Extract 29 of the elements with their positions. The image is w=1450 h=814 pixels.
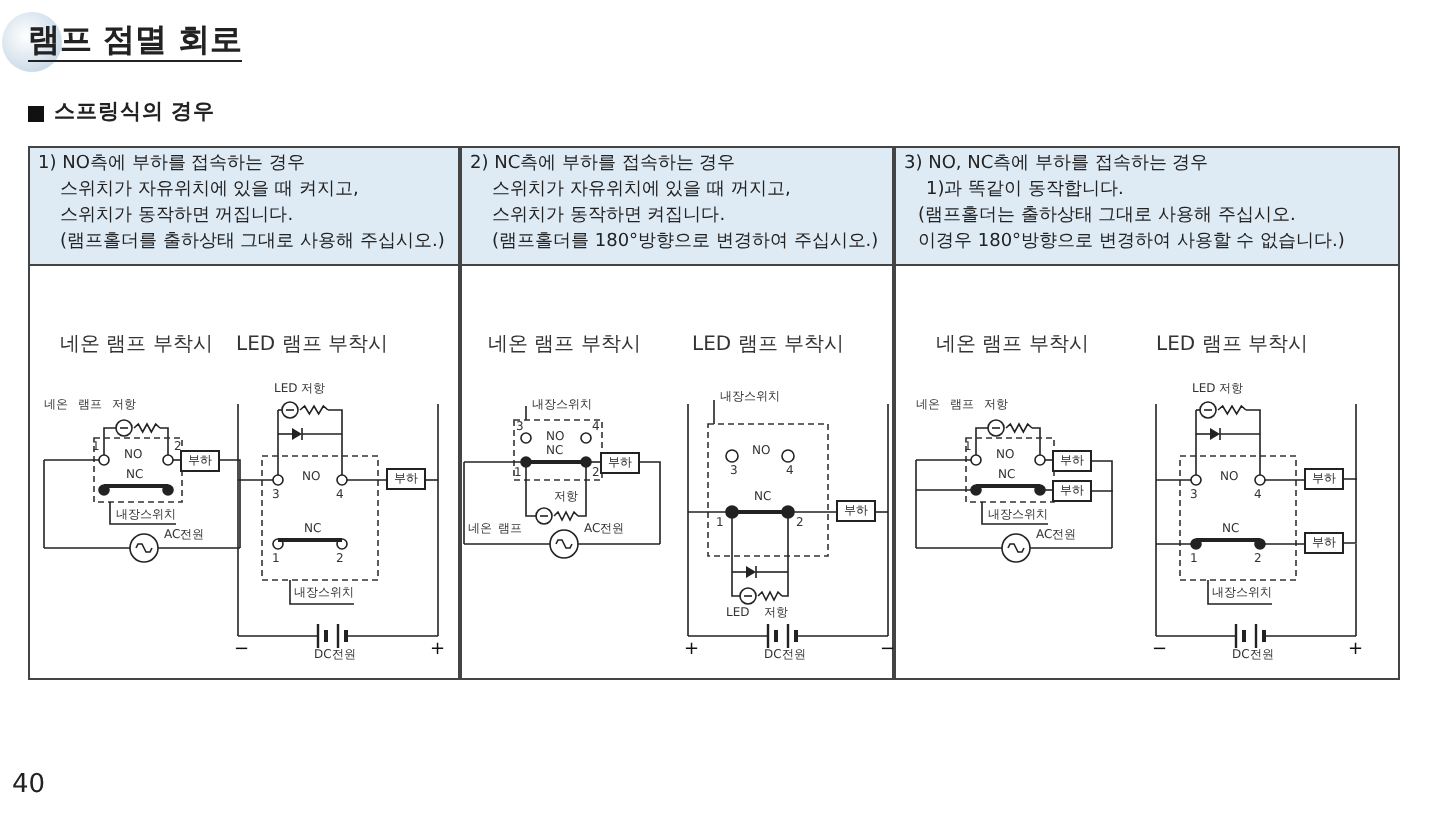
circuit-title: 네온 램프 부착시 <box>936 336 1089 356</box>
case-note: 1)과 똑같이 동작합니다. <box>926 182 1124 200</box>
wire <box>1091 460 1113 492</box>
case-note: (램프홀더를 180°방향으로 변경하여 주십시오.) <box>492 234 879 252</box>
case-note: (램프홀더를 출하상태 그대로 사용해 주십시오.) <box>60 234 445 252</box>
wire <box>1343 478 1357 544</box>
circuit-title: 네온 램프 부착시 <box>60 336 213 356</box>
polarity-sign: − <box>1152 642 1168 660</box>
circuit-title: 네온 램프 부착시 <box>488 336 641 356</box>
page-number: 40 <box>12 772 46 798</box>
case-note: 스위치가 자유위치에 있을 때 켜지고, <box>60 182 359 200</box>
polarity-sign: + <box>684 642 700 660</box>
case-note: 스위치가 동작하면 꺼집니다. <box>60 208 294 226</box>
case-heading: 3) NO, NC측에 부하를 접속하는 경우 <box>904 156 1209 174</box>
circuit-title: LED 램프 부착시 <box>692 336 844 356</box>
page-title: 램프 점멸 회로 <box>28 24 243 62</box>
polarity-sign: + <box>430 642 446 660</box>
polarity-sign: − <box>880 642 896 660</box>
case-note: 스위치가 동작하면 켜집니다. <box>492 208 726 226</box>
section-heading: 스프링식의 경우 <box>54 102 216 123</box>
circuit-title: LED 램프 부착시 <box>1156 336 1308 356</box>
case-note: 스위치가 자유위치에 있을 때 꺼지고, <box>492 182 791 200</box>
case-heading: 2) NC측에 부하를 접속하는 경우 <box>470 156 736 174</box>
case-heading: 1) NO측에 부하를 접속하는 경우 <box>38 156 305 174</box>
circuit-title: LED 램프 부착시 <box>236 336 388 356</box>
case-note: 이경우 180°방향으로 변경하여 사용할 수 없습니다.) <box>918 234 1345 252</box>
case-note: (램프홀더는 출하상태 그대로 사용해 주십시오. <box>918 208 1296 226</box>
polarity-sign: + <box>1348 642 1364 660</box>
polarity-sign: − <box>234 642 250 660</box>
